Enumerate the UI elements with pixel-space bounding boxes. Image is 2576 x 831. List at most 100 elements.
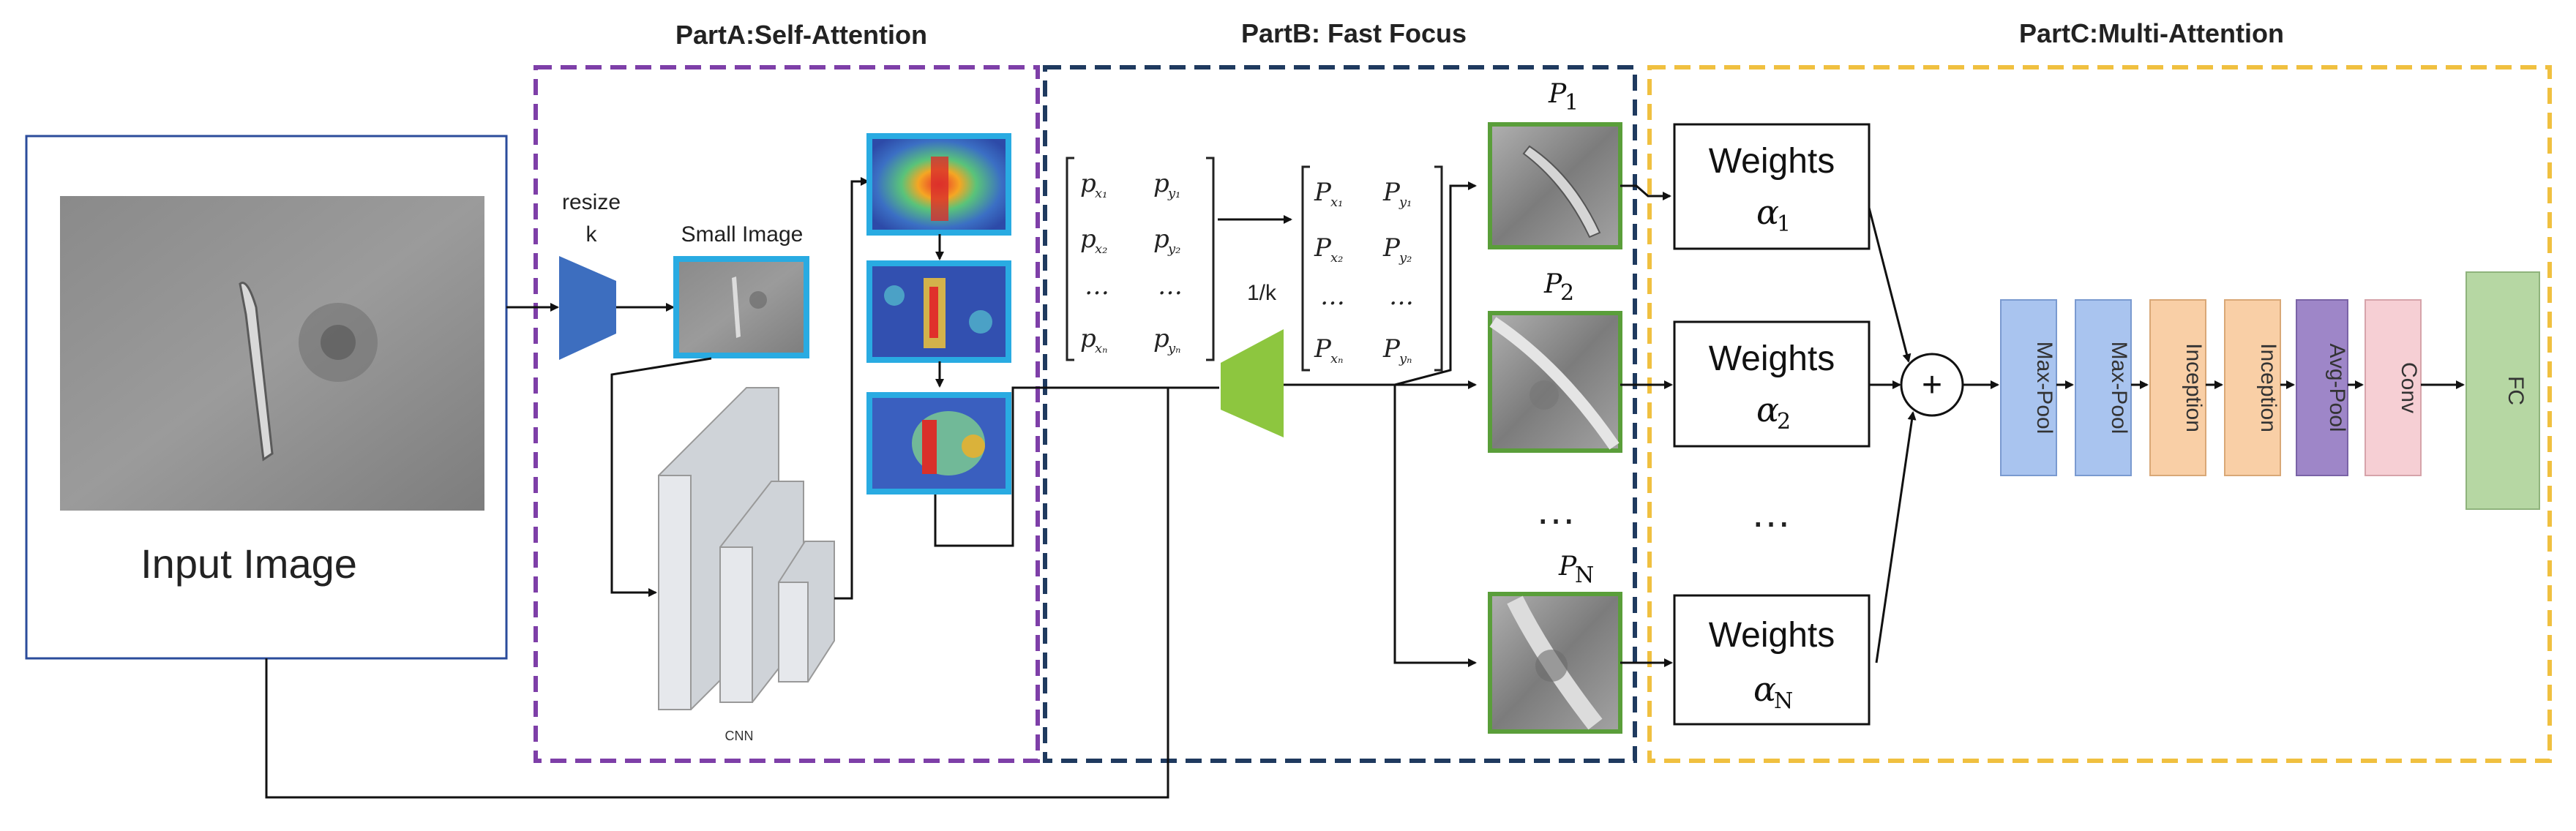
sum-symbol: + bbox=[1922, 366, 1942, 405]
part-a-title: PartA:Self-Attention bbox=[675, 20, 927, 50]
heatmap-1 bbox=[866, 133, 1011, 236]
svg-text:x₂: x₂ bbox=[1095, 241, 1107, 257]
arrow-small-to-cnn bbox=[610, 357, 712, 597]
part-a-region bbox=[533, 65, 1040, 763]
resize-label: resize bbox=[562, 190, 621, 214]
svg-text:Avg-Pool: Avg-Pool bbox=[2325, 343, 2349, 432]
svg-text:xₙ: xₙ bbox=[1330, 351, 1343, 366]
part-c-title: PartC:Multi-Attention bbox=[2019, 18, 2284, 48]
svg-text:Conv: Conv bbox=[2397, 362, 2421, 413]
svg-text:yₙ: yₙ bbox=[1167, 341, 1180, 356]
weights-n-label: Weights bbox=[1709, 616, 1835, 655]
layer-maxpool-2: Max-Pool bbox=[2075, 299, 2132, 476]
weights-1-alpha: α bbox=[1756, 192, 1779, 232]
weights-1-label: Weights bbox=[1709, 142, 1835, 181]
weights-n-alpha: α bbox=[1753, 669, 1776, 709]
svg-text:y₂: y₂ bbox=[1399, 250, 1412, 266]
matrix-right: P x₁ P y₁ P x₂ P y₂ … … P xₙ P yₙ bbox=[1301, 165, 1443, 372]
matrix-left-r3c2: … bbox=[1158, 271, 1183, 301]
matrix-right-r2c1: P bbox=[1314, 233, 1332, 263]
svg-text:Max-Pool: Max-Pool bbox=[2032, 342, 2056, 435]
arrow-scale-to-patch1 bbox=[1394, 181, 1477, 386]
patch-2-label: P bbox=[1543, 269, 1562, 299]
layer-stack: Max-Pool Max-Pool Inception Inception Av… bbox=[2000, 271, 2540, 510]
patch-2: P 2 bbox=[1488, 269, 1622, 453]
cnn-label: CNN bbox=[725, 729, 754, 743]
patch-n-label: P bbox=[1558, 552, 1577, 582]
svg-text:2: 2 bbox=[1560, 280, 1574, 306]
svg-text:FC: FC bbox=[2504, 376, 2528, 405]
svg-text:1: 1 bbox=[1565, 90, 1579, 116]
part-b-title: PartB: Fast Focus bbox=[1241, 18, 1467, 48]
resize-block: resize k bbox=[559, 190, 621, 360]
heatmap-2 bbox=[866, 260, 1011, 363]
heatmap-3 bbox=[866, 392, 1011, 495]
input-image-label: Input Image bbox=[141, 541, 357, 587]
layer-inception-2: Inception bbox=[2224, 299, 2281, 476]
skip-connection bbox=[265, 388, 1169, 799]
svg-text:yₙ: yₙ bbox=[1399, 351, 1412, 366]
weights-ellipsis: … bbox=[1751, 489, 1791, 535]
patch-n: P N bbox=[1488, 552, 1622, 734]
patch-1: P 1 bbox=[1488, 79, 1622, 249]
part-b-region bbox=[1043, 65, 1637, 763]
scale-block: 1/k bbox=[1221, 281, 1284, 437]
input-image-panel: Input Image bbox=[25, 135, 508, 660]
svg-text:Inception: Inception bbox=[2182, 343, 2206, 432]
matrix-left-r2c2: p bbox=[1153, 225, 1169, 254]
sum-node: + bbox=[1900, 353, 1964, 417]
arrow-wn-to-sum bbox=[1875, 411, 1917, 663]
matrix-right-r2c2: P bbox=[1382, 233, 1401, 263]
matrix-left-r2c1: p bbox=[1080, 225, 1096, 254]
layer-inception-1: Inception bbox=[2149, 299, 2206, 476]
small-image-label: Small Image bbox=[681, 222, 804, 247]
scale-label: 1/k bbox=[1247, 281, 1277, 305]
matrix-left-r4c2: p bbox=[1153, 324, 1169, 353]
svg-text:y₂: y₂ bbox=[1167, 241, 1180, 257]
svg-text:x₁: x₁ bbox=[1095, 186, 1107, 201]
weights-box-2: Weights α 2 bbox=[1673, 320, 1871, 448]
svg-text:N: N bbox=[1774, 688, 1793, 714]
weights-2-alpha: α bbox=[1756, 390, 1779, 429]
arrow-w1-to-sum bbox=[1868, 207, 1912, 363]
matrix-right-r4c1: P bbox=[1314, 334, 1332, 364]
arrow-scale-to-patchn bbox=[1393, 385, 1477, 667]
weights-box-1: Weights α 1 bbox=[1673, 123, 1871, 250]
input-image bbox=[60, 196, 484, 511]
resize-k-label: k bbox=[586, 222, 598, 247]
layer-fc: FC bbox=[2465, 271, 2540, 510]
arrow-patch1-to-w1 bbox=[1620, 184, 1671, 200]
weights-box-n: Weights α N bbox=[1673, 594, 1871, 726]
svg-text:y₁: y₁ bbox=[1399, 195, 1412, 210]
svg-text:xₙ: xₙ bbox=[1095, 341, 1107, 356]
layer-avgpool: Avg-Pool bbox=[2296, 299, 2349, 476]
matrix-left: p x₁ p y₁ p x₂ p y₂ … … p xₙ p yₙ bbox=[1066, 157, 1215, 361]
layer-maxpool-1: Max-Pool bbox=[2000, 299, 2057, 476]
matrix-left-r1c1: p bbox=[1080, 169, 1096, 198]
matrix-left-r4c1: p bbox=[1080, 324, 1096, 353]
weights-2-label: Weights bbox=[1709, 339, 1835, 378]
matrix-right-r3c2: … bbox=[1389, 282, 1414, 311]
layer-conv: Conv bbox=[2365, 299, 2422, 476]
part-c-region bbox=[1647, 65, 2552, 763]
svg-text:x₁: x₁ bbox=[1330, 195, 1343, 210]
svg-text:N: N bbox=[1575, 563, 1594, 588]
matrix-left-r1c2: p bbox=[1153, 169, 1169, 198]
matrix-right-r3c1: … bbox=[1320, 282, 1345, 311]
matrix-left-r3c1: … bbox=[1085, 271, 1109, 301]
matrix-right-r4c2: P bbox=[1382, 334, 1401, 364]
svg-text:x₂: x₂ bbox=[1330, 250, 1343, 266]
svg-text:Inception: Inception bbox=[2256, 343, 2280, 432]
svg-text:y₁: y₁ bbox=[1167, 186, 1180, 201]
matrix-right-r1c1: P bbox=[1314, 178, 1332, 207]
svg-text:Max-Pool: Max-Pool bbox=[2107, 342, 2131, 435]
svg-text:1: 1 bbox=[1777, 211, 1791, 237]
matrix-right-r1c2: P bbox=[1382, 178, 1401, 207]
arrow-heatmap-out bbox=[934, 386, 1036, 547]
patch-1-label: P bbox=[1548, 79, 1567, 109]
small-image: Small Image bbox=[673, 222, 809, 358]
cnn-block: CNN bbox=[658, 387, 835, 743]
arrow-cnn-to-heatmap bbox=[834, 177, 869, 600]
patch-ellipsis: … bbox=[1535, 486, 1576, 533]
